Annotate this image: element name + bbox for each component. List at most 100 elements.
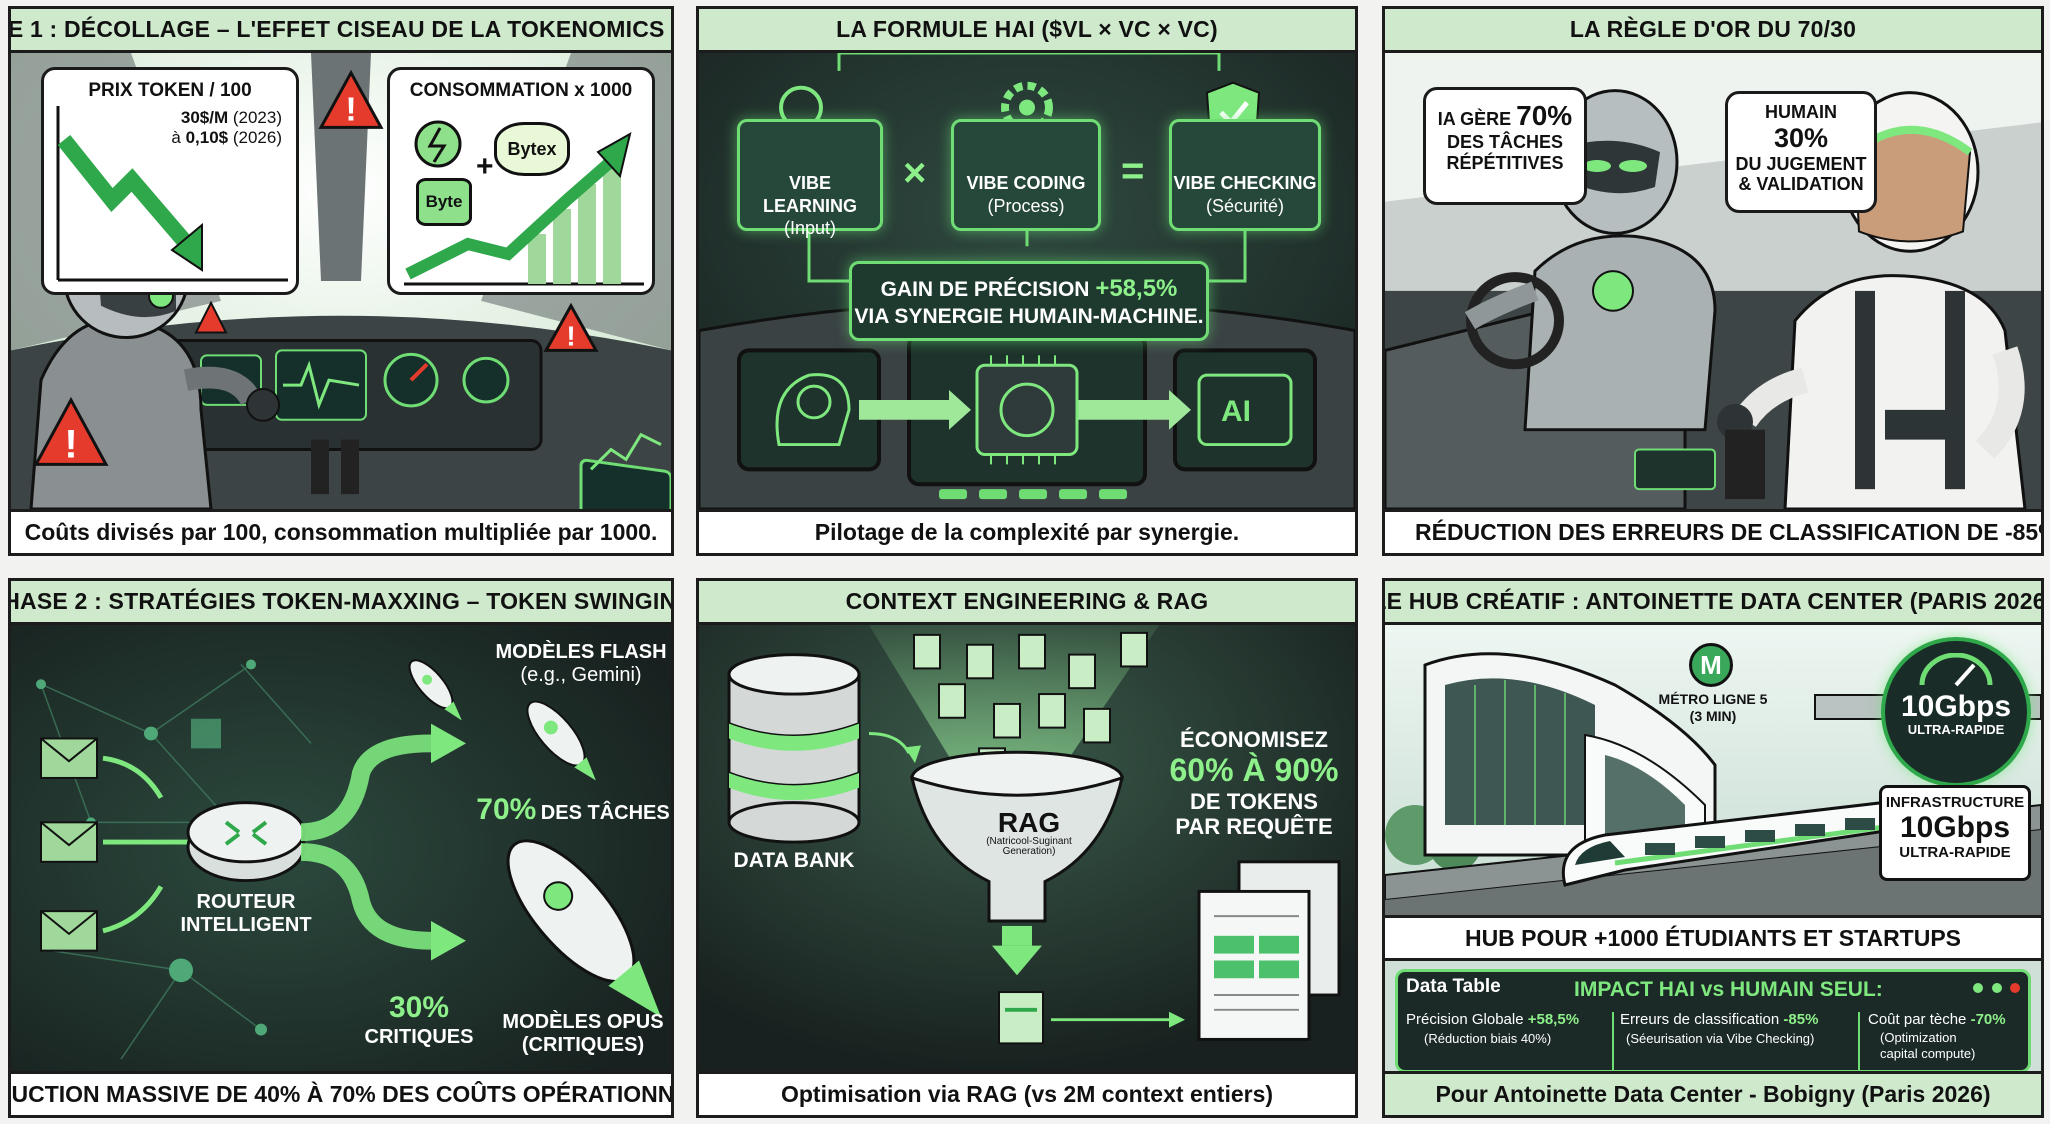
precision-gain-box: GAIN DE PRÉCISION +58,5% VIA SYNERGIE HU… xyxy=(849,261,1209,341)
plus-sign: + xyxy=(476,150,494,183)
savings-value: 60% À 90% xyxy=(1169,752,1339,789)
byte-icon: Byte xyxy=(416,178,472,226)
metro-badge: M xyxy=(1689,643,1733,687)
opus-share: 30% CRITIQUES xyxy=(359,991,479,1049)
vibe-checking-label: VIBE CHECKING xyxy=(1173,173,1317,193)
svg-text:!: ! xyxy=(64,423,77,467)
routing-illustration xyxy=(11,625,671,1071)
token-price-2026: 0,10$ xyxy=(185,127,229,147)
human-bubble-line2: DU JUGEMENT xyxy=(1735,153,1867,174)
rag-sub-1: (Natricool-Suginant xyxy=(986,836,1072,847)
precision-gain-sub: VIA SYNERGIE HUMAIN-MACHINE. xyxy=(854,305,1204,328)
svg-text:!: ! xyxy=(566,321,575,352)
impact-cell: Coût par tèche -70% (Optimization capita… xyxy=(1868,1010,2028,1063)
panel-golden-rule: LA RÈGLE D'OR DU 70/30 xyxy=(1382,6,2044,556)
metro-line: MÉTRO LIGNE 5 xyxy=(1658,691,1768,707)
panel-creative-hub: LE HUB CRÉATIF : ANTOINETTE DATA CENTER … xyxy=(1382,578,2044,1118)
ai-bubble-line3: RÉPÉTITIVES xyxy=(1446,152,1564,173)
impact-cell-sub: (Séeurisation via Vibe Checking) xyxy=(1626,1031,1815,1047)
panel-footer: Optimisation via RAG (vs 2M context enti… xyxy=(699,1071,1355,1115)
opus-models-title: MODÈLES OPUS xyxy=(502,1011,664,1033)
panel-title: CONTEXT ENGINEERING & RAG xyxy=(699,581,1355,625)
infra-sub: ULTRA-RAPIDE xyxy=(1899,844,2011,861)
impact-cell-value: -85% xyxy=(1783,1011,1819,1028)
panel-title: PHASE 2 : STRATÉGIES TOKEN-MAXXING – TOK… xyxy=(11,581,671,625)
speed-value: 10Gbps xyxy=(1900,690,2012,723)
infra-label: INFRASTRUCTURE xyxy=(1885,794,2025,811)
opus-share-value: 30% xyxy=(388,991,450,1024)
speed-gauge: 10Gbps ULTRA-RAPIDE xyxy=(1881,637,2031,787)
panel-footer: RÉDUCTION DES ERREURS DE CLASSIFICATION … xyxy=(1385,509,2041,553)
token-price-2026-year: (2026) xyxy=(232,127,282,147)
hub-banner: HUB POUR +1000 ÉTUDIANTS ET STARTUPS xyxy=(1385,915,2041,961)
rag-label: RAG (Natricool-Suginant Generation) xyxy=(969,809,1089,857)
opus-models-sub: (CRITIQUES) xyxy=(521,1034,645,1056)
token-price-bubble: PRIX TOKEN / 100 30$/M (2023) à 0,10$ (2… xyxy=(41,67,299,295)
panel-context-engineering: CONTEXT ENGINEERING & RAG xyxy=(696,578,1358,1118)
panel-footer: Pilotage de la complexité par synergie. xyxy=(699,509,1355,553)
vibe-checking-box: VIBE CHECKING (Sécurité) xyxy=(1169,119,1321,231)
window-dot-icon xyxy=(1973,983,1984,993)
vibe-coding-box: VIBE CODING (Process) xyxy=(951,119,1101,231)
databank-label: DATA BANK xyxy=(733,849,855,872)
token-price-2023-year: (2023) xyxy=(232,108,282,127)
opus-share-label: CRITIQUES xyxy=(364,1025,474,1048)
human-bubble-line3: & VALIDATION xyxy=(1738,174,1864,195)
consumption-bubble: CONSOMMATION x 1000 Byte + Bytex xyxy=(387,67,655,295)
router-label-line2: INTELLIGENT xyxy=(180,914,312,936)
precision-gain-label: GAIN DE PRÉCISION xyxy=(880,278,1090,301)
savings-callout: ÉCONOMISEZ 60% À 90% DE TOKENS PAR REQUÊ… xyxy=(1159,727,1349,840)
equals-sign: = xyxy=(1121,149,1145,193)
database-icon xyxy=(727,653,861,844)
price-down-arrow xyxy=(56,106,288,282)
vibe-learning-box: VIBE LEARNING (Input) xyxy=(737,119,883,238)
impact-table-title: IMPACT HAI vs HUMAIN SEUL: xyxy=(1574,978,1883,1001)
impact-cell: Précision Globale +58,5% (Réduction biai… xyxy=(1406,1010,1606,1048)
impact-table-tab: Data Table xyxy=(1406,976,1501,997)
metro-time: (3 MIN) xyxy=(1689,707,1737,724)
ai-bubble-line2: DES TÂCHES xyxy=(1446,132,1563,153)
panel-title: LE HUB CRÉATIF : ANTOINETTE DATA CENTER … xyxy=(1385,581,2041,625)
impact-table: Data Table IMPACT HAI vs HUMAIN SEUL: Pr… xyxy=(1395,969,2031,1073)
flash-share: 70% DES TÂCHES xyxy=(473,793,671,828)
metro-label: MÉTRO LIGNE 5 (3 MIN) xyxy=(1647,691,1779,725)
times-sign: × xyxy=(903,151,927,195)
consumption-title: CONSOMMATION x 1000 xyxy=(409,80,633,101)
infra-box: INFRASTRUCTURE 10Gbps ULTRA-RAPIDE xyxy=(1879,785,2031,881)
panel-title: LA FORMULE HAI ($VL × VC × VC) xyxy=(699,9,1355,53)
flash-models-label: MODÈLES FLASH (e.g., Gemini) xyxy=(491,641,671,687)
speedometer-icon xyxy=(1919,652,1993,687)
impact-cell-label: Précision Globale xyxy=(1406,1011,1524,1028)
vibe-coding-label: VIBE CODING xyxy=(966,173,1086,193)
precision-gain-value: +58,5% xyxy=(1095,275,1178,302)
infra-speed: 10Gbps xyxy=(1899,811,2011,844)
human-bubble: HUMAIN 30% DU JUGEMENT & VALIDATION xyxy=(1725,91,1877,213)
ai-bubble-pre: IA GÈRE xyxy=(1437,109,1512,129)
vibe-learning-sub: (Input) xyxy=(783,218,837,238)
impact-cell-sub2: capital compute) xyxy=(1880,1046,1976,1062)
cockpit-duo-illustration xyxy=(1385,53,2041,509)
panel-token-swinging: PHASE 2 : STRATÉGIES TOKEN-MAXXING – TOK… xyxy=(8,578,674,1118)
rag-title: RAG xyxy=(997,807,1061,838)
ai-bubble: IA GÈRE 70% DES TÂCHES RÉPÉTITIVES xyxy=(1423,87,1587,205)
token-price-pre: à xyxy=(171,127,181,147)
token-price-2023: 30$/M xyxy=(180,108,229,127)
panel-title: LA RÈGLE D'OR DU 70/30 xyxy=(1385,9,2041,53)
flash-models-sub: (e.g., Gemini) xyxy=(520,664,642,686)
impact-cell-sub: (Réduction biais 40%) xyxy=(1424,1031,1552,1047)
impact-cell-label: Erreurs de classification xyxy=(1620,1011,1780,1028)
impact-cell: Erreurs de classification -85% (Séeurisa… xyxy=(1620,1010,1852,1048)
warning-icon: ! xyxy=(318,69,384,129)
window-dot-icon xyxy=(1991,983,2002,993)
panel-title: PHASE 1 : DÉCOLLAGE – L'EFFET CISEAU DE … xyxy=(11,9,671,53)
funnel-icon xyxy=(909,750,1125,923)
token-price-title: PRIX TOKEN / 100 xyxy=(88,80,252,101)
consumption-up-chart xyxy=(404,120,644,286)
window-dots xyxy=(1969,980,2020,998)
router-label: ROUTEUR INTELLIGENT xyxy=(176,891,316,937)
ai-bubble-value: 70% xyxy=(1516,100,1573,131)
ai-chip-label: AI xyxy=(1221,395,1251,428)
panel-hai-formula: LA FORMULE HAI ($VL × VC × VC) xyxy=(696,6,1358,556)
svg-text:!: ! xyxy=(345,91,356,129)
panel-footer: RÉDUCTION MASSIVE DE 40% À 70% DES COÛTS… xyxy=(11,1071,671,1115)
